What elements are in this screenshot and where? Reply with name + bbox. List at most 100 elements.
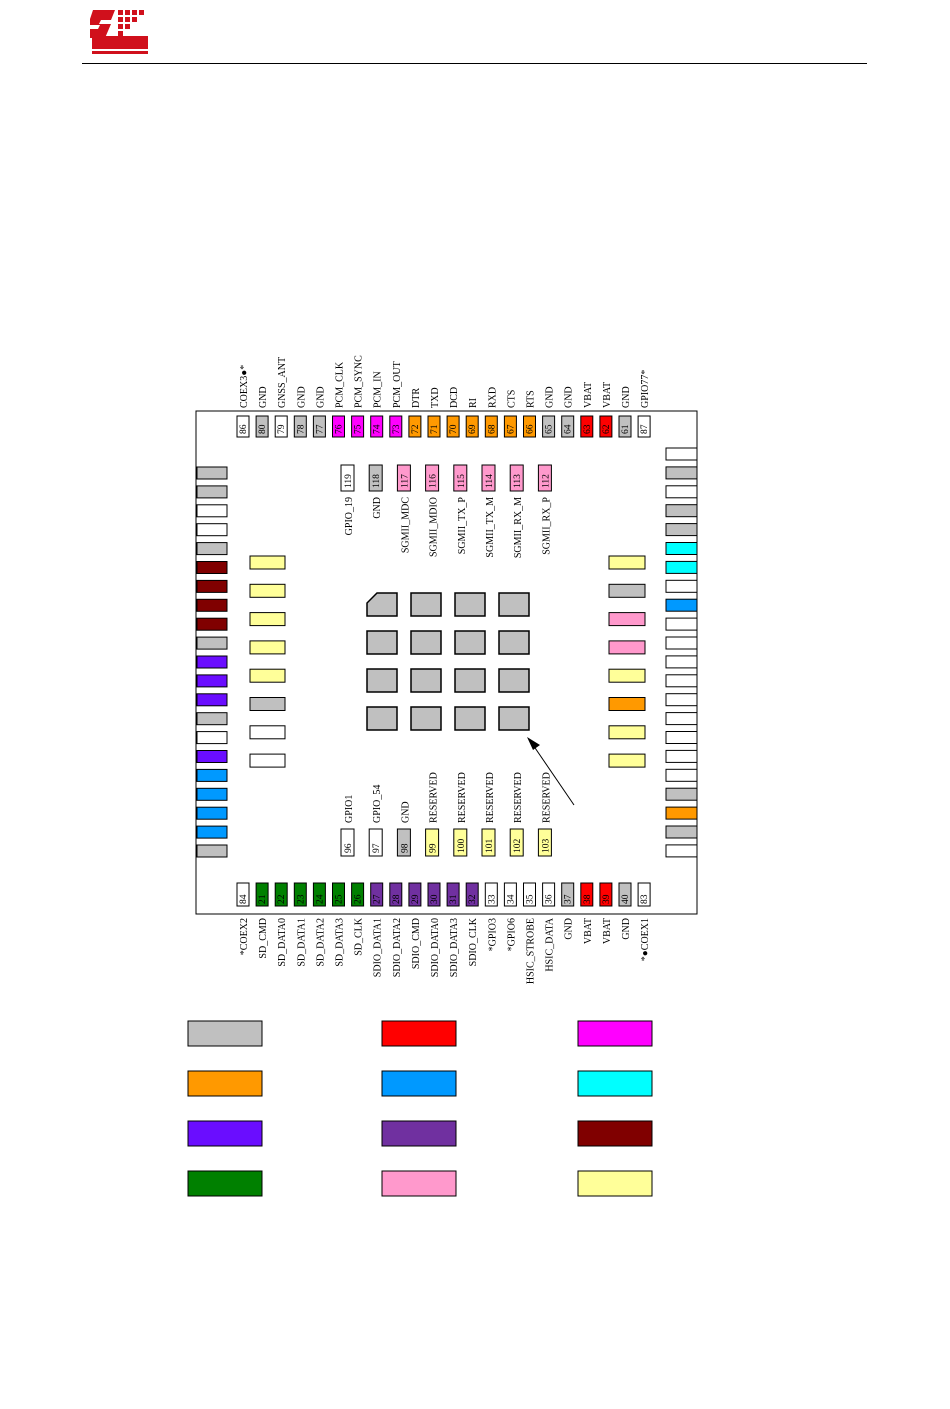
pin-label: *GPIO3: [487, 918, 498, 951]
pin-inner-right: [608, 697, 646, 711]
pin-inner-right: [608, 555, 646, 570]
pin-number: 112: [541, 474, 551, 488]
pin-top-68: [484, 415, 498, 438]
pin-inner-left: [249, 612, 286, 627]
pin-inner-right: [608, 640, 646, 655]
pin-bottom-21: [255, 882, 269, 907]
pin-label: VBAT: [602, 382, 613, 408]
pin-label: DCD: [449, 387, 460, 408]
pin-left: [196, 750, 228, 763]
pin-number: 100: [457, 839, 467, 854]
pin-number: 72: [411, 424, 421, 434]
pin-number: 119: [344, 474, 354, 488]
pin-label: SDIO_DATA1: [373, 918, 384, 977]
pin-label: SDIO_CMD: [411, 918, 422, 969]
pin-right: [665, 485, 698, 499]
bottom-pin-row: 84*COEX221SD_CMD22SD_DATA023SD_DATA124SD…: [236, 882, 651, 984]
pin-top-62: [599, 415, 613, 438]
pin-right: [665, 712, 698, 726]
pin-number: 80: [258, 424, 268, 434]
pin-label: *●COEX1: [640, 918, 651, 961]
pin-right: [665, 579, 698, 593]
pin-top-64: [561, 415, 575, 438]
ground-pad: [498, 668, 530, 693]
pin-number: 29: [411, 894, 421, 904]
pin-number: 99: [429, 843, 439, 853]
pin-top-61: [618, 415, 632, 438]
pin-left: [196, 674, 228, 688]
pin-top-87: [637, 415, 651, 438]
pin-number: 64: [564, 424, 574, 434]
pin-inner-97: [368, 828, 383, 857]
pin-right: [665, 731, 698, 744]
pin-number: 40: [621, 894, 631, 904]
ground-pad: [454, 592, 486, 617]
top-pin-row: 86COEX3●*80GND79GNSS_ANT78GND77GND76PCM_…: [236, 355, 651, 438]
pin-top-72: [408, 415, 422, 438]
pin-bottom-83: [637, 882, 651, 907]
pin-label: GND: [400, 801, 411, 823]
pin-number: 113: [513, 474, 523, 488]
simcom-logo: [90, 10, 148, 54]
pin-inner-left: [249, 640, 286, 655]
pin-bottom-27: [370, 882, 384, 907]
pin-right: [665, 466, 698, 480]
pin-label: PCM_SYNC: [354, 355, 365, 408]
pin-right: [665, 560, 698, 574]
pin-number: 74: [373, 424, 383, 434]
color-legend: [187, 1020, 653, 1197]
pin-label: TXD: [430, 387, 441, 408]
pin-label: *COEX2: [239, 918, 250, 955]
ground-pad: [454, 668, 486, 693]
pin-bottom-28: [389, 882, 403, 907]
pin-label: GPIO_54: [372, 785, 383, 823]
header-rule: [82, 63, 867, 64]
pin-label: RESERVED: [457, 772, 468, 823]
pin-number: 32: [468, 894, 478, 904]
pin-label: SDIO_CLK: [468, 917, 479, 966]
pin-left: [196, 655, 228, 669]
pin-inner-left: [249, 725, 286, 740]
pin-label: GNSS_ANT: [277, 357, 288, 408]
pin-top-67: [503, 415, 517, 438]
ground-pad: [454, 630, 486, 655]
ground-pad: [498, 592, 530, 617]
pin-label: RESERVED: [513, 772, 524, 823]
pin-left: [196, 825, 228, 839]
legend-swatch-green: [187, 1170, 263, 1197]
center-ground-pads: [366, 592, 530, 731]
pin-inner-102: [509, 828, 524, 857]
pin-inner-116: [425, 464, 440, 492]
pin-right: [665, 542, 698, 555]
pin-label: VBAT: [602, 918, 613, 944]
pin-right: [665, 674, 698, 688]
legend-swatch-red: [381, 1020, 457, 1047]
pin-label: GND: [372, 497, 383, 519]
pin-inner-left: [249, 555, 286, 570]
legend-swatch-yellow: [577, 1170, 653, 1197]
pin-bottom-39: [599, 882, 613, 907]
legend-swatch-magenta: [577, 1020, 653, 1047]
pin-right: [665, 504, 698, 518]
pin-label: GND: [296, 386, 307, 408]
pin-label: CTS: [506, 390, 517, 408]
ground-pad: [410, 706, 442, 731]
pin-number: 98: [400, 843, 410, 853]
pin-number: 63: [583, 424, 593, 434]
pin-label: PCM_IN: [373, 371, 384, 408]
pin-label: COEX3●*: [239, 365, 250, 408]
pin-inner-left: [249, 583, 286, 598]
pin-top-86: [236, 415, 250, 438]
pin-bottom-24: [312, 882, 326, 907]
pin-number: 69: [468, 424, 478, 434]
pin-label: HSIC_DATA: [545, 917, 556, 971]
pin-number: 31: [449, 894, 459, 904]
pin-left: [196, 712, 228, 726]
pin-label: PCM_CLK: [335, 361, 346, 408]
pin-bottom-29: [408, 882, 422, 907]
pin-inner-right: [608, 668, 646, 683]
pin-number: 114: [485, 474, 495, 488]
pin-top-71: [427, 415, 441, 438]
legend-swatch-violet: [187, 1120, 263, 1147]
